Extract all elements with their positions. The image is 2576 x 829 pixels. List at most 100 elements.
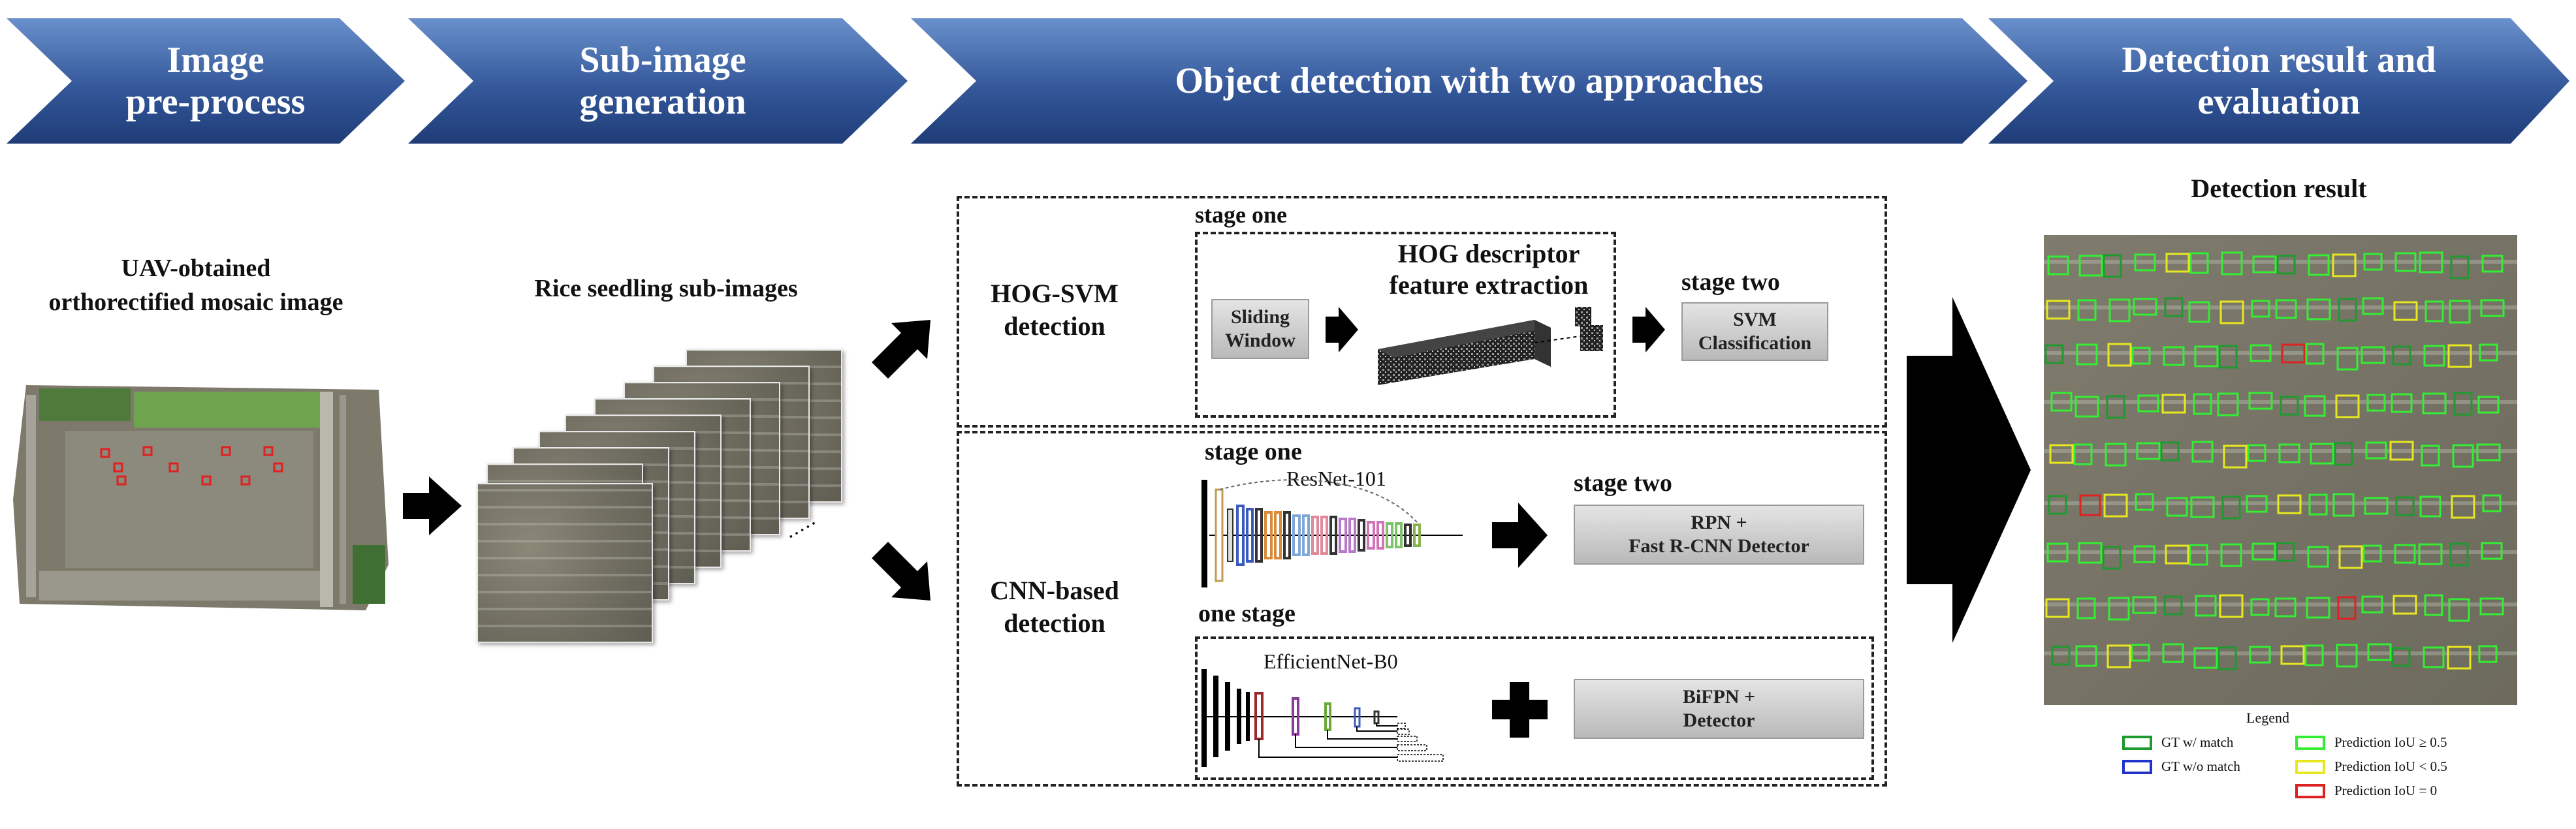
subimage-1	[477, 483, 653, 643]
detection-box	[2108, 597, 2130, 621]
step-label-3: Object detection with two approaches	[1175, 61, 1764, 101]
detection-box	[2251, 542, 2276, 561]
hog-stage-one-box	[1195, 232, 1616, 418]
detection-box	[2423, 646, 2445, 668]
detection-box	[2077, 299, 2097, 321]
detection-box	[2449, 542, 2469, 567]
detection-box	[2075, 396, 2099, 418]
detection-result-title: Detection result	[2191, 174, 2367, 203]
detection-box	[2188, 301, 2210, 323]
detection-box	[2336, 347, 2359, 371]
detection-box	[2047, 255, 2069, 275]
one-stage-label: one stage	[1198, 600, 1296, 627]
detection-box	[2362, 297, 2384, 315]
detection-box	[2306, 597, 2330, 619]
detection-box	[2163, 346, 2185, 366]
detection-box	[2250, 598, 2270, 616]
detection-box	[2275, 299, 2297, 319]
detection-box	[2218, 345, 2238, 369]
legend-swatch	[2295, 735, 2325, 750]
detection-box	[2046, 300, 2071, 320]
detection-box	[2194, 345, 2219, 368]
arrow-to-result	[1907, 297, 2031, 643]
detection-box	[2419, 251, 2443, 274]
detection-box	[2132, 596, 2157, 614]
detection-box	[2274, 597, 2297, 618]
detection-box	[2165, 544, 2189, 565]
detection-box	[2479, 343, 2498, 362]
detection-box	[2281, 343, 2306, 364]
legend-label: GT w/ match	[2161, 734, 2234, 750]
cnn-label: CNN-based detection	[990, 576, 1119, 638]
detection-box	[2424, 594, 2443, 616]
detection-box	[2049, 444, 2074, 464]
detection-box	[2247, 444, 2266, 462]
legend-swatch	[2122, 735, 2152, 750]
hog-stage-one-label: stage one	[1195, 202, 1287, 228]
detection-box	[2421, 445, 2440, 467]
detection-box	[2249, 646, 2271, 664]
resnet-label: ResNet-101	[1286, 467, 1386, 490]
legend-pred-iou-low: Prediction IoU < 0.5	[2295, 759, 2447, 775]
detection-box	[2476, 443, 2501, 461]
detection-box	[2136, 442, 2161, 460]
rpn-detector-box: RPN + Fast R-CNN Detector	[1574, 505, 1864, 565]
efficientnet-label: EfficientNet-B0	[1264, 649, 1398, 673]
detection-box	[2191, 441, 2214, 463]
detection-box	[2391, 393, 2413, 413]
detection-box	[2160, 441, 2180, 461]
detection-box	[2451, 495, 2475, 519]
detection-box	[2051, 646, 2071, 666]
detection-box	[2364, 497, 2389, 515]
detection-box	[2221, 495, 2241, 520]
seedling-row	[2044, 351, 2517, 355]
uav-mosaic-image	[13, 385, 389, 610]
detection-box	[2164, 297, 2184, 317]
seedling-row	[2044, 501, 2517, 505]
detection-box	[2336, 644, 2358, 668]
detection-box	[2334, 442, 2353, 466]
detection-box	[2395, 496, 2415, 516]
detection-box	[2277, 494, 2302, 514]
detection-box	[2276, 255, 2296, 275]
detection-box	[2134, 253, 2156, 272]
detection-box	[2103, 254, 2122, 278]
detection-box	[2252, 255, 2277, 274]
hog-descriptor-title: HOG descriptor feature extraction	[1389, 239, 1589, 300]
bifpn-detector-box: BiFPN + Detector	[1574, 679, 1864, 739]
detection-box	[2246, 495, 2268, 513]
detection-box	[2418, 543, 2443, 565]
detection-box	[2394, 544, 2416, 564]
detection-box	[2193, 647, 2218, 669]
detection-box	[2394, 252, 2417, 272]
detection-box	[2453, 392, 2473, 416]
legend-label: Prediction IoU ≥ 0.5	[2334, 734, 2447, 750]
detection-box	[2452, 444, 2474, 468]
detection-box	[2447, 646, 2472, 670]
step-label-2: Sub-image generation	[579, 40, 746, 122]
process-banner	[7, 18, 2569, 144]
one-stage-box	[1195, 636, 1874, 780]
detection-box	[2218, 646, 2237, 670]
detection-box	[2133, 298, 2157, 316]
detection-box	[2102, 546, 2122, 570]
detection-box	[2075, 645, 2097, 667]
seedling-row	[2044, 602, 2517, 606]
detection-box	[2363, 253, 2383, 271]
hog-stage-two-label: stage two	[1681, 268, 1780, 296]
detection-result-image	[2044, 235, 2517, 705]
detection-box	[2425, 300, 2444, 322]
detection-box	[2250, 344, 2272, 362]
arrow-to-hog-svm	[872, 320, 930, 379]
detection-box	[2482, 494, 2502, 512]
detection-box	[2189, 544, 2208, 566]
detection-box	[2248, 392, 2273, 410]
detection-box	[2223, 445, 2248, 469]
arrow-to-subimages	[403, 477, 462, 535]
detection-box	[2107, 644, 2131, 668]
detection-box	[2361, 346, 2385, 364]
legend-gt-match: GT w/ match	[2122, 734, 2233, 751]
detection-box	[2481, 542, 2503, 560]
detection-box	[2335, 394, 2360, 418]
seedling-row	[2044, 305, 2517, 309]
